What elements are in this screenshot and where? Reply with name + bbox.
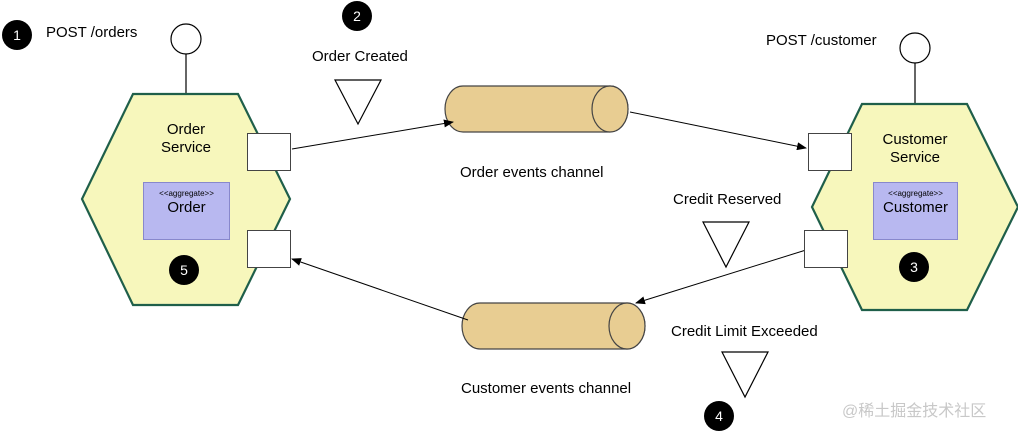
customer-events-channel-cylinder — [461, 302, 646, 350]
order-service-inbound-port — [247, 230, 291, 268]
customer-aggregate-stereotype: <<aggregate>> — [888, 189, 943, 198]
step-badge-5: 5 — [169, 255, 199, 285]
order-events-channel-cylinder — [444, 85, 629, 133]
step-badge-3: 3 — [899, 252, 929, 282]
order-api-endpoint — [170, 23, 202, 55]
step-badge-1: 1 — [2, 20, 32, 50]
step-badge-2: 2 — [342, 1, 372, 31]
customer-aggregate-name: Customer — [882, 199, 949, 216]
customer-events-channel-label: Customer events channel — [461, 380, 632, 397]
order-aggregate-stereotype: <<aggregate>> — [159, 189, 214, 198]
customer-service-title: Customer Service — [882, 131, 948, 166]
channel-to-customer-arrow — [629, 111, 807, 151]
order-to-channel-arrow — [291, 119, 454, 150]
step-badge-4: 4 — [704, 401, 734, 431]
order-aggregate-name: Order — [167, 199, 206, 216]
order-created-event-icon — [334, 79, 382, 126]
post-customer-label: POST /customer — [766, 32, 877, 49]
order-events-channel-label: Order events channel — [460, 164, 604, 181]
customer-to-channel-arrow — [635, 249, 807, 305]
order-aggregate: <<aggregate>> Order — [143, 182, 230, 240]
order-service-outbound-port — [247, 133, 291, 171]
order-service-title: Order Service — [160, 121, 212, 156]
customer-api-endpoint — [899, 32, 931, 64]
credit-limit-exceeded-label: Credit Limit Exceeded — [671, 323, 818, 340]
customer-service-inbound-port — [808, 133, 852, 171]
credit-limit-exceeded-event-icon — [721, 351, 769, 399]
order-created-label: Order Created — [312, 48, 408, 65]
credit-reserved-event-icon — [702, 221, 750, 269]
credit-reserved-label: Credit Reserved — [673, 191, 782, 208]
watermark: @稀土掘金技术社区 — [842, 403, 987, 420]
customer-service-outbound-port — [804, 230, 848, 268]
customer-aggregate: <<aggregate>> Customer — [873, 182, 958, 240]
channel-to-order-arrow — [291, 258, 469, 321]
post-orders-label: POST /orders — [46, 24, 138, 41]
